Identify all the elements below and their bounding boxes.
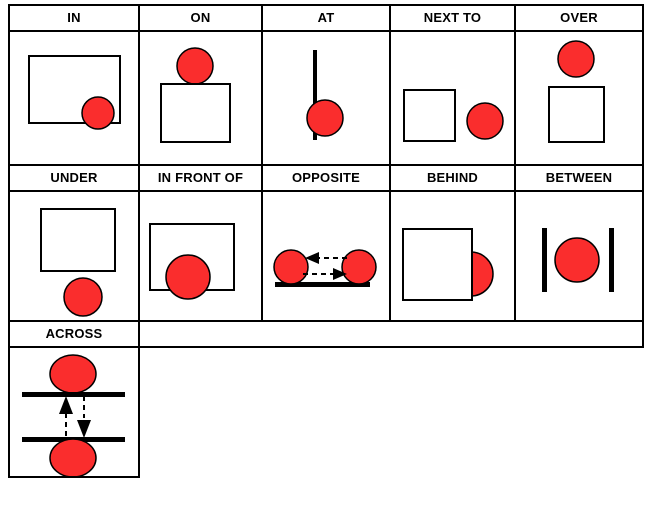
circle-at-vertical-bar-icon: [306, 50, 344, 140]
cell-label-in-front-of: IN FRONT OF: [138, 164, 263, 192]
table-row-figures-3: [8, 346, 643, 478]
circle-occluded-by-square-icon: [402, 228, 494, 301]
cell-figure-in: [8, 30, 140, 166]
preposition-table: IN ON AT NEXT TO OVER: [8, 4, 644, 478]
circle-beside-square-icon: [403, 89, 504, 142]
cell-figure-behind: [389, 190, 516, 322]
circle-inside-rectangle-icon: [28, 55, 121, 130]
cell-label-between: BETWEEN: [514, 164, 644, 192]
circle-on-top-of-square-icon: [160, 47, 231, 143]
two-circles-facing-arrows-icon: [273, 249, 377, 287]
cell-label-on: ON: [138, 4, 263, 32]
circle-between-two-bars-icon: [542, 228, 614, 292]
cell-figure-at: [261, 30, 391, 166]
table-row-figures-1: [8, 30, 644, 166]
circle-below-square-icon: [40, 208, 116, 317]
cell-figure-over: [514, 30, 644, 166]
cell-blank-spacer: [139, 347, 643, 477]
cell-figure-opposite: [261, 190, 391, 322]
cell-figure-next-to: [389, 30, 516, 166]
cell-empty-right: [139, 320, 644, 348]
cell-figure-between: [514, 190, 644, 322]
table-row-labels-2: UNDER IN FRONT OF OPPOSITE BEHIND BETWEE…: [8, 164, 644, 192]
circle-above-square-icon: [548, 40, 605, 143]
cell-figure-under: [8, 190, 140, 322]
cell-label-under: UNDER: [8, 164, 140, 192]
cell-label-at: AT: [261, 4, 391, 32]
cell-figure-across: [8, 346, 140, 478]
table-row-labels-3: ACROSS: [8, 320, 644, 348]
table-row-figures-2: [8, 190, 644, 322]
cell-label-behind: BEHIND: [389, 164, 516, 192]
circles-across-two-bars-icon: [22, 354, 125, 476]
cell-label-over: OVER: [514, 4, 644, 32]
cell-label-next-to: NEXT TO: [389, 4, 516, 32]
cell-figure-on: [138, 30, 263, 166]
cell-figure-in-front-of: [138, 190, 263, 322]
table-row-labels-1: IN ON AT NEXT TO OVER: [8, 4, 644, 32]
cell-label-in: IN: [8, 4, 140, 32]
cell-label-opposite: OPPOSITE: [261, 164, 391, 192]
cell-label-across: ACROSS: [8, 320, 140, 348]
circle-overlapping-square-front-icon: [149, 223, 235, 300]
